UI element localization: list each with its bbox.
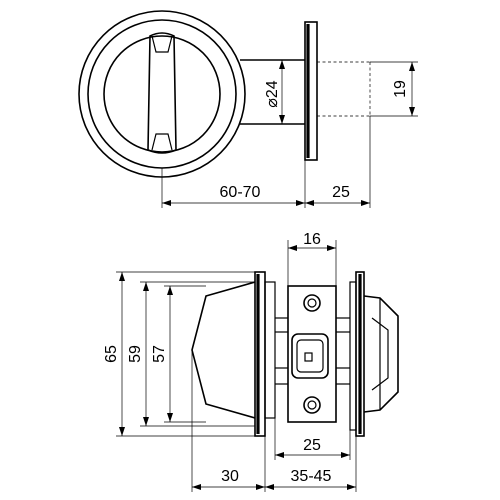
right-rose — [363, 295, 399, 413]
arrow — [296, 200, 305, 206]
arrow — [361, 200, 370, 206]
arrow — [162, 200, 171, 206]
arrow — [341, 452, 350, 458]
arrow — [256, 484, 265, 490]
dim-35-45: 35-45 — [291, 468, 332, 485]
arrow — [275, 452, 284, 458]
arrow — [409, 107, 415, 116]
housing — [287, 285, 337, 423]
arrow — [167, 413, 173, 422]
dim-16: 16 — [303, 231, 321, 248]
mounting-plate — [304, 21, 318, 161]
dim-65: 65 — [103, 345, 120, 363]
screw-hole-top — [303, 294, 321, 312]
arrow — [119, 272, 125, 281]
arrow — [143, 282, 149, 291]
dim-diameter-24: ⌀24 — [264, 80, 281, 108]
dim-30: 30 — [221, 468, 239, 485]
arrow — [192, 484, 201, 490]
bottom-view: 16 65 59 57 25 30 — [103, 231, 399, 492]
left-rose — [191, 281, 256, 419]
right-ring — [349, 281, 357, 431]
right-rose-inner — [371, 317, 389, 391]
handle-bottom-notch — [151, 133, 173, 151]
dim-25-top: 25 — [332, 184, 350, 201]
arrow — [167, 286, 173, 295]
arrow — [347, 484, 356, 490]
arrow — [327, 245, 336, 251]
cam-slot — [304, 352, 313, 362]
screw-hole-bottom — [303, 396, 321, 414]
top-view: ⌀24 19 60-70 25 — [78, 10, 418, 208]
dim-59: 59 — [127, 345, 144, 363]
cam-window — [291, 333, 329, 379]
screw-hole-top-inner — [307, 298, 317, 308]
knob-circle — [103, 35, 221, 153]
cam-inner — [296, 339, 324, 373]
dim-19: 19 — [392, 80, 409, 98]
arrow — [288, 245, 297, 251]
arrow — [409, 62, 415, 71]
dim-25-bottom: 25 — [303, 437, 321, 454]
arrow — [143, 417, 149, 426]
arrow — [305, 200, 314, 206]
left-ring — [264, 281, 276, 419]
arrow — [265, 484, 274, 490]
dim-57: 57 — [151, 345, 168, 363]
arrow — [279, 115, 285, 124]
arrow — [119, 427, 125, 436]
rosette-inner-circle — [87, 19, 237, 169]
handle-top-notch — [151, 35, 173, 53]
right-plate — [355, 271, 365, 437]
screw-hole-bottom-inner — [307, 400, 317, 410]
arrow — [279, 60, 285, 69]
turn-handle — [147, 32, 177, 154]
dim-60-70: 60-70 — [220, 184, 261, 201]
